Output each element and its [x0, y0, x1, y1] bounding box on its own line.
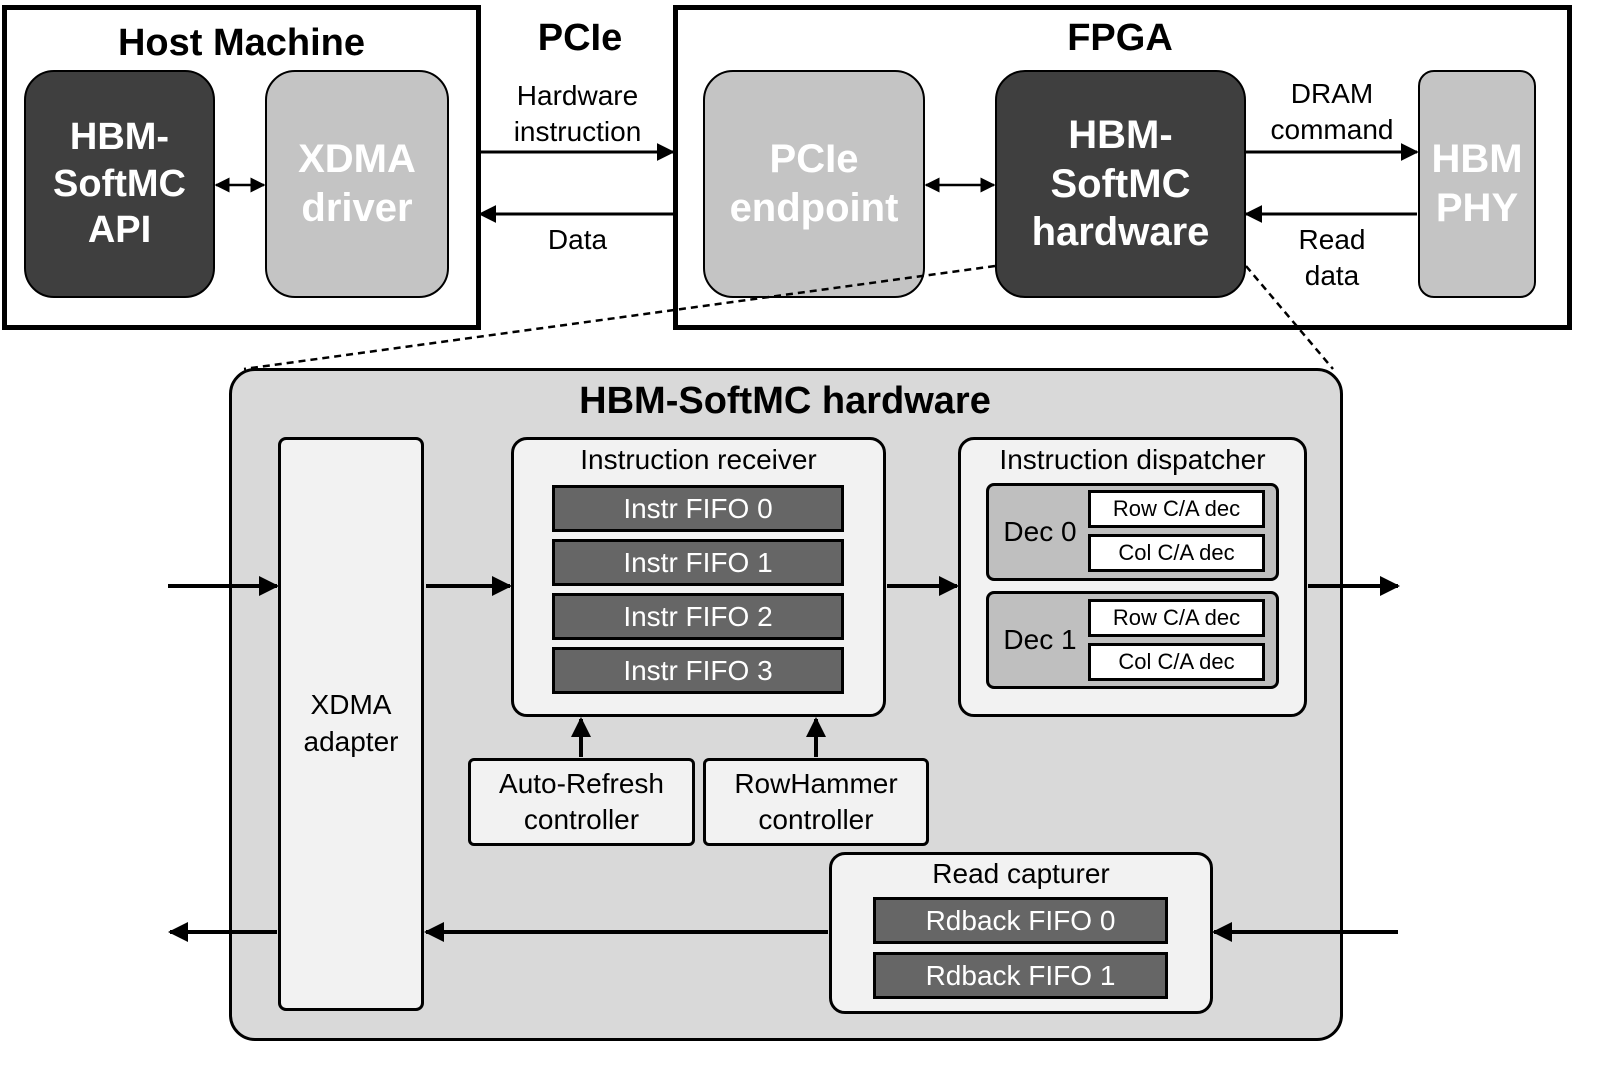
rowhammer-controller-block: RowHammer controller: [703, 758, 929, 846]
zoom-dashed-line-left: [243, 264, 996, 371]
dram-command-label: DRAM command: [1248, 76, 1416, 149]
endpoint-line-2: endpoint: [729, 186, 899, 230]
detail-title: HBM-SoftMC hardware: [579, 380, 991, 422]
xdma-adapter-block: XDMA adapter: [278, 437, 424, 1011]
dec-1-label: Dec 1: [1003, 623, 1077, 655]
dram-cmd-line-2: command: [1270, 114, 1394, 146]
dec-1-col-ca-dec: Col C/A dec: [1088, 643, 1265, 681]
endpoint-line-1: PCIe: [769, 137, 859, 182]
pcie-title: PCIe: [537, 17, 623, 59]
dec-1-row-ca-dec: Row C/A dec: [1088, 599, 1265, 637]
instruction-dispatcher-title: Instruction dispatcher: [999, 444, 1266, 475]
zoom-dashed-line-right: [1245, 265, 1334, 370]
instr-fifo-3: Instr FIFO 3: [552, 647, 844, 694]
instr-fifo-2: Instr FIFO 2: [552, 593, 844, 640]
xdma-adapter-line-2: adapter: [303, 726, 399, 757]
hw-line-1: HBM-: [1068, 112, 1173, 157]
xdma-driver-line-1: XDMA: [298, 137, 416, 182]
hw-instr-line-1: Hardware: [516, 80, 639, 111]
data-label: Data: [547, 224, 608, 255]
rdback-fifo-1: Rdback FIFO 1: [873, 952, 1168, 999]
xdma-driver-block: XDMA driver: [265, 70, 449, 298]
hbm-softmc-hardware-block: HBM- SoftMC hardware: [995, 70, 1246, 298]
dec-0-label: Dec 0: [1003, 515, 1077, 547]
rowhammer-line-2: controller: [758, 804, 874, 835]
hbm-phy-block: HBM PHY: [1418, 70, 1536, 298]
instruction-receiver-title: Instruction receiver: [580, 444, 817, 475]
hw-line-3: hardware: [1031, 210, 1210, 255]
rdback-fifo-0: Rdback FIFO 0: [873, 897, 1168, 944]
instr-fifo-1: Instr FIFO 1: [552, 539, 844, 586]
api-line-3: API: [87, 209, 152, 252]
auto-refresh-line-2: controller: [523, 804, 640, 835]
host-machine-title: Host Machine: [117, 22, 366, 64]
hardware-instruction-label: Hardware instruction: [480, 78, 675, 151]
phy-line-2: PHY: [1435, 186, 1519, 230]
phy-line-1: HBM: [1431, 137, 1523, 182]
auto-refresh-controller-block: Auto-Refresh controller: [468, 758, 695, 846]
hw-instr-line-2: instruction: [513, 116, 642, 148]
rowhammer-line-1: RowHammer: [734, 767, 898, 799]
read-data-line-1: Read: [1298, 224, 1366, 255]
fpga-title: FPGA: [1067, 17, 1173, 59]
hbm-softmc-api-block: HBM- SoftMC API: [24, 70, 215, 298]
dram-cmd-line-1: DRAM: [1290, 78, 1374, 109]
auto-refresh-line-1: Auto-Refresh: [499, 767, 664, 799]
dec-0-col-ca-dec: Col C/A dec: [1088, 534, 1265, 572]
hw-line-2: SoftMC: [1050, 161, 1191, 206]
instr-fifo-0: Instr FIFO 0: [552, 485, 844, 532]
read-data-line-2: data: [1304, 260, 1360, 292]
xdma-adapter-line-1: XDMA: [310, 689, 392, 721]
pcie-endpoint-block: PCIe endpoint: [703, 70, 925, 298]
read-capturer-title: Read capturer: [932, 858, 1110, 889]
api-line-2: SoftMC: [53, 162, 186, 205]
api-line-1: HBM-: [69, 116, 170, 159]
dec-0-row-ca-dec: Row C/A dec: [1088, 490, 1265, 528]
xdma-driver-line-2: driver: [301, 186, 413, 230]
read-data-label: Read data: [1248, 222, 1416, 295]
